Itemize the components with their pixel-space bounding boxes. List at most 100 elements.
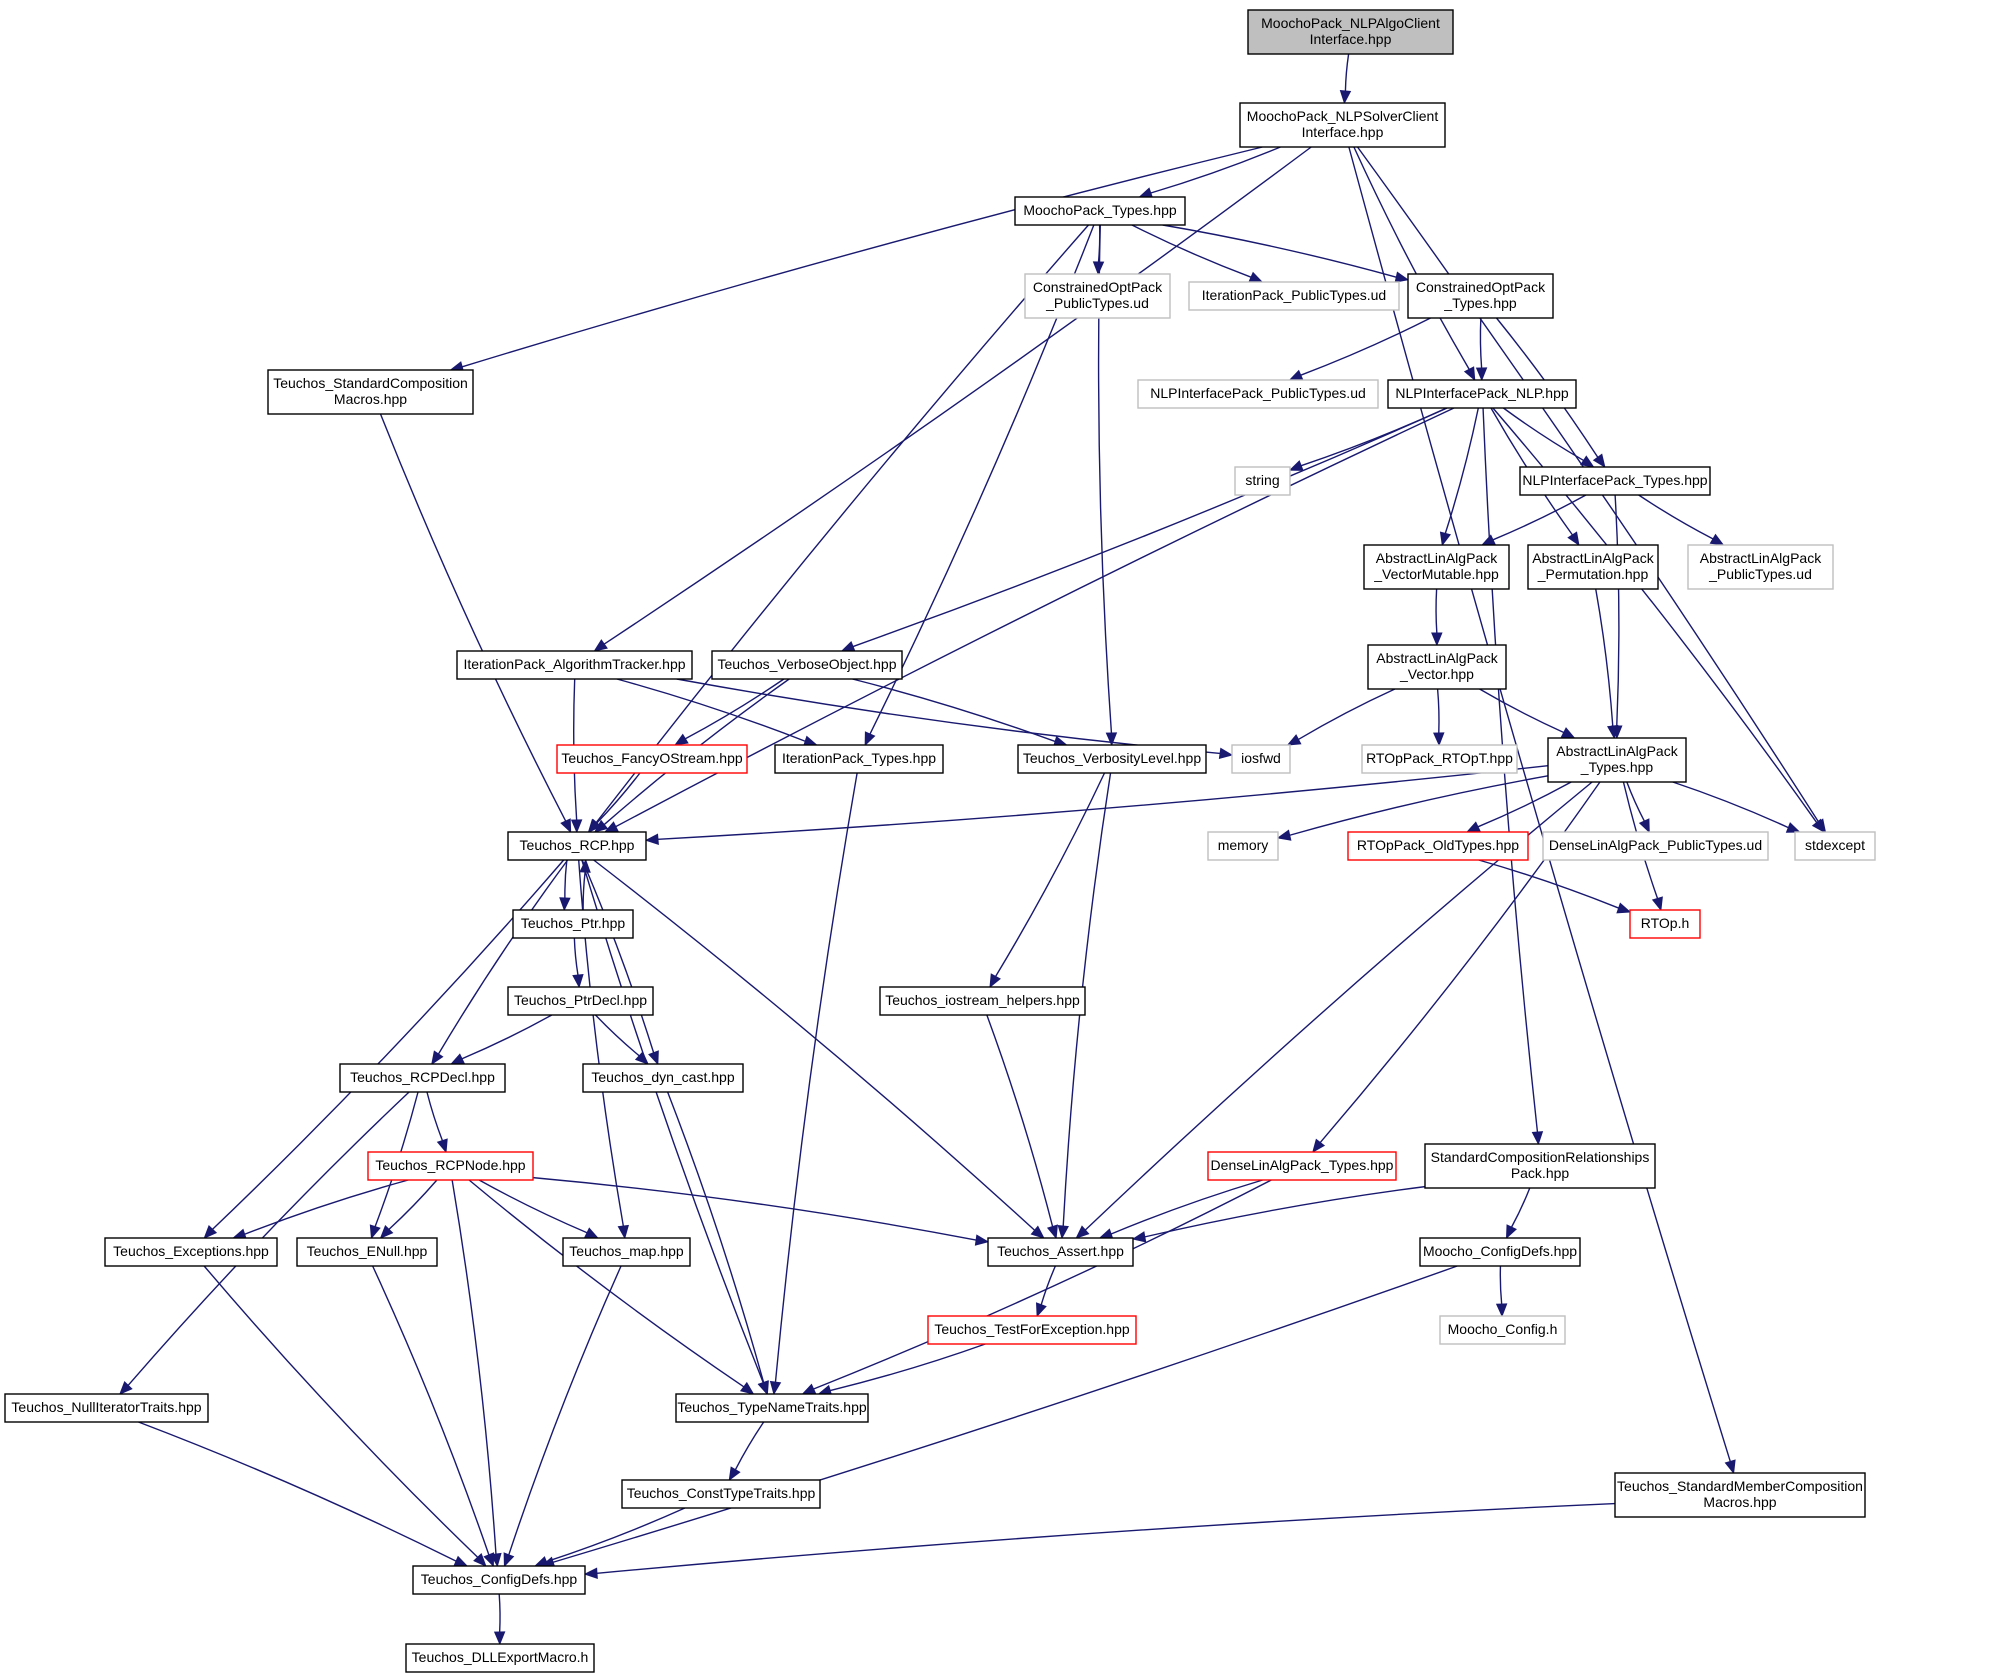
arrowhead-rcp_decl-to-null_iter bbox=[119, 1380, 133, 1395]
edge-verbose_obj-to-verb_level bbox=[852, 678, 1056, 743]
node-box-ip_types bbox=[774, 744, 944, 774]
node-label-rtop_t-0: RTOpPack_RTOpT.hpp bbox=[1366, 750, 1513, 766]
node-tsmc_macros[interactable]: Teuchos_StandardMemberCompositionMacros.… bbox=[1614, 1472, 1866, 1518]
arrowhead-rtop_old-to-rtop_h bbox=[1616, 902, 1632, 914]
node-test_exc[interactable]: Teuchos_TestForException.hpp bbox=[927, 1315, 1137, 1345]
node-enull[interactable]: Teuchos_ENull.hpp bbox=[296, 1237, 438, 1267]
node-label-ala_perm-1: _Permutation.hpp bbox=[1537, 566, 1649, 582]
arrowhead-tsc_macros-to-rcp bbox=[560, 818, 572, 834]
node-box-scr_pack bbox=[1424, 1143, 1656, 1189]
node-ip_tracker[interactable]: IterationPack_AlgorithmTracker.hpp bbox=[456, 650, 693, 680]
node-ptr_decl[interactable]: Teuchos_PtrDecl.hpp bbox=[507, 986, 654, 1016]
node-box-nlp bbox=[1387, 379, 1577, 409]
node-rtop_old[interactable]: RTOpPack_OldTypes.hpp bbox=[1347, 831, 1529, 861]
arrowhead-mtypes-to-cop_ud bbox=[1092, 261, 1105, 276]
edge-assert-to-test_exc bbox=[1040, 1265, 1057, 1305]
node-box-rcp_node bbox=[367, 1151, 534, 1181]
arrowhead-mtypes-to-cop_types bbox=[1394, 271, 1410, 283]
node-verbose_obj[interactable]: Teuchos_VerboseObject.hpp bbox=[711, 650, 903, 680]
node-nlp[interactable]: NLPInterfacePack_NLP.hpp bbox=[1387, 379, 1577, 409]
node-ptr[interactable]: Teuchos_Ptr.hpp bbox=[512, 909, 634, 939]
edge-nlp_types-to-ala_types bbox=[1614, 494, 1620, 727]
arrowhead-ala_types-to-stdexcept bbox=[1785, 822, 1801, 833]
node-null_iter[interactable]: Teuchos_NullIteratorTraits.hpp bbox=[4, 1393, 209, 1423]
node-dla_types[interactable]: DenseLinAlgPack_Types.hpp bbox=[1207, 1151, 1397, 1181]
node-t_configdefs[interactable]: Teuchos_ConfigDefs.hpp bbox=[412, 1565, 586, 1595]
node-label-dla_ud-0: DenseLinAlgPack_PublicTypes.ud bbox=[1549, 837, 1762, 853]
edge-dyn_cast-to-typename bbox=[666, 1091, 765, 1383]
node-box-string bbox=[1234, 466, 1291, 496]
edge-verbose_obj-to-fancy bbox=[685, 678, 785, 740]
node-ala_vec[interactable]: AbstractLinAlgPack_Vector.hpp bbox=[1367, 644, 1507, 690]
edge-ala_types-to-rtop_old bbox=[1477, 781, 1572, 828]
node-box-nlp_types bbox=[1519, 466, 1711, 496]
node-rcp_decl[interactable]: Teuchos_RCPDecl.hpp bbox=[339, 1063, 506, 1093]
node-label-cop_ud-0: ConstrainedOptPack bbox=[1033, 279, 1163, 295]
node-ip_types[interactable]: IterationPack_Types.hpp bbox=[774, 744, 944, 774]
node-m_configdefs[interactable]: Moocho_ConfigDefs.hpp bbox=[1419, 1237, 1581, 1267]
edge-rcp-to-dyn_cast bbox=[581, 859, 655, 1053]
node-label-t_configdefs-0: Teuchos_ConfigDefs.hpp bbox=[421, 1571, 578, 1587]
node-nlp_types[interactable]: NLPInterfacePack_Types.hpp bbox=[1519, 466, 1711, 496]
node-const_type[interactable]: Teuchos_ConstTypeTraits.hpp bbox=[621, 1479, 821, 1509]
node-verb_level[interactable]: Teuchos_VerbosityLevel.hpp bbox=[1017, 744, 1207, 774]
node-ala_types[interactable]: AbstractLinAlgPack_Types.hpp bbox=[1547, 737, 1687, 783]
node-dll_export[interactable]: Teuchos_DLLExportMacro.h bbox=[405, 1643, 595, 1673]
arrowhead-tsmc_macros-to-t_configdefs bbox=[583, 1567, 598, 1579]
node-map[interactable]: Teuchos_map.hpp bbox=[562, 1237, 691, 1267]
node-box-verb_level bbox=[1017, 744, 1207, 774]
edge-cop_types-to-nlp bbox=[1479, 317, 1483, 369]
edge-cop_types-to-nlp_ud bbox=[1300, 317, 1431, 376]
node-label-ala_types-0: AbstractLinAlgPack bbox=[1556, 743, 1678, 759]
edge-rcp_node-to-assert bbox=[532, 1176, 977, 1241]
arrowhead-ala_types-to-memory bbox=[1276, 829, 1292, 841]
edge-ala_types-to-memory bbox=[1289, 775, 1549, 836]
edge-m_configdefs-to-t_configdefs bbox=[552, 1265, 1458, 1563]
arrowhead-ala_types-to-dla_types bbox=[1312, 1138, 1326, 1154]
arrowhead-rcp_node-to-map bbox=[584, 1227, 600, 1239]
arrowhead-assert-to-test_exc bbox=[1036, 1302, 1047, 1318]
arrowhead-fancy-to-rcp bbox=[588, 818, 602, 833]
node-box-dla_types bbox=[1207, 1151, 1397, 1181]
node-mtypes[interactable]: MoochoPack_Types.hpp bbox=[1014, 196, 1186, 226]
edge-ptr-to-ptr_decl bbox=[573, 937, 579, 976]
node-rcp_node[interactable]: Teuchos_RCPNode.hpp bbox=[367, 1151, 534, 1181]
node-label-m_configdefs-0: Moocho_ConfigDefs.hpp bbox=[1423, 1243, 1577, 1259]
node-cop_types[interactable]: ConstrainedOptPack_Types.hpp bbox=[1407, 273, 1554, 319]
node-label-ala_vm-1: _VectorMutable.hpp bbox=[1373, 566, 1499, 582]
node-box-ip_ud bbox=[1188, 281, 1400, 311]
node-ala_perm[interactable]: AbstractLinAlgPack_Permutation.hpp bbox=[1527, 544, 1659, 590]
node-box-iosfwd bbox=[1231, 744, 1291, 774]
arrowhead-verb_level-to-assert bbox=[1057, 1224, 1069, 1240]
arrowhead-nlp_types-to-ala_ud bbox=[1709, 533, 1725, 546]
node-rcp[interactable]: Teuchos_RCP.hpp bbox=[507, 831, 647, 861]
arrowhead-mtypes-to-ip_types bbox=[864, 731, 876, 747]
edge-exceptions-to-t_configdefs bbox=[203, 1265, 479, 1558]
node-fancy[interactable]: Teuchos_FancyOStream.hpp bbox=[556, 744, 748, 774]
node-rtop_h[interactable]: RTOp.h bbox=[1629, 909, 1701, 939]
node-m_config: Moocho_Config.h bbox=[1439, 1315, 1566, 1345]
node-label-ptr_decl-0: Teuchos_PtrDecl.hpp bbox=[514, 992, 647, 1008]
node-box-t_configdefs bbox=[412, 1565, 586, 1595]
node-ios_helpers[interactable]: Teuchos_iostream_helpers.hpp bbox=[879, 986, 1086, 1016]
node-label-rcp-0: Teuchos_RCP.hpp bbox=[520, 837, 635, 853]
node-box-exceptions bbox=[104, 1237, 278, 1267]
node-dyn_cast[interactable]: Teuchos_dyn_cast.hpp bbox=[582, 1063, 744, 1093]
node-assert[interactable]: Teuchos_Assert.hpp bbox=[987, 1237, 1134, 1267]
node-label-cop_types-1: _Types.hpp bbox=[1443, 295, 1517, 311]
node-typename[interactable]: Teuchos_TypeNameTraits.hpp bbox=[675, 1393, 869, 1423]
node-label-tsmc_macros-0: Teuchos_StandardMemberComposition bbox=[1617, 1478, 1863, 1494]
node-ala_vm[interactable]: AbstractLinAlgPack_VectorMutable.hpp bbox=[1363, 544, 1510, 590]
edge-scr_pack-to-m_configdefs bbox=[1510, 1187, 1531, 1228]
node-exceptions[interactable]: Teuchos_Exceptions.hpp bbox=[104, 1237, 278, 1267]
edge-mtypes-to-rcp bbox=[595, 224, 1089, 824]
edge-root-to-solver bbox=[1344, 53, 1350, 92]
edge-ala_types-to-rcp bbox=[657, 765, 1549, 841]
node-box-cop_ud bbox=[1024, 273, 1171, 319]
edge-map-to-t_configdefs bbox=[508, 1265, 622, 1556]
node-iosfwd: iosfwd bbox=[1231, 744, 1291, 774]
